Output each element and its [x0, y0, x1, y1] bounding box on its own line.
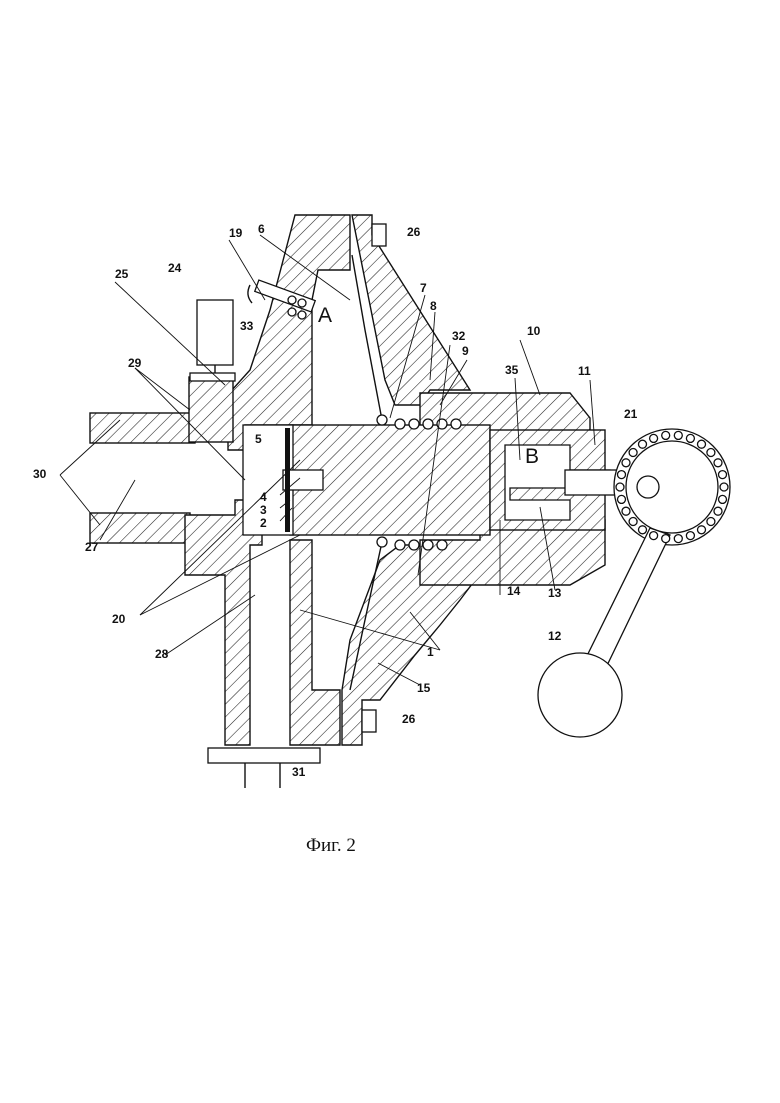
housing-lower-left — [185, 500, 262, 745]
label-31: 31 — [292, 765, 306, 779]
label-4: 4 — [260, 490, 267, 504]
bearing-ball — [674, 431, 682, 439]
region-a-label: A — [318, 304, 332, 327]
label-26-bottom: 26 — [402, 712, 416, 726]
bearing-ball — [674, 535, 682, 543]
bearing-ball — [720, 483, 728, 491]
label-30: 30 — [33, 467, 47, 481]
label-12: 12 — [548, 629, 562, 643]
inner-wall — [290, 540, 340, 745]
label-5: 5 — [255, 432, 262, 446]
label-6: 6 — [258, 222, 265, 236]
bearing-ball — [650, 434, 658, 442]
bracket — [189, 377, 233, 442]
bearing-ball — [650, 532, 658, 540]
label-7: 7 — [420, 281, 427, 295]
bearing-ball — [616, 483, 624, 491]
label-33: 33 — [240, 319, 254, 333]
label-13: 13 — [548, 586, 562, 600]
bearing-ball — [714, 507, 722, 515]
bearing-ball — [622, 507, 630, 515]
bearing-ball — [719, 471, 727, 479]
bearing-ball — [629, 518, 637, 526]
label-32: 32 — [452, 329, 466, 343]
upper-rod — [90, 413, 195, 443]
bearing-ball — [618, 471, 626, 479]
figure-caption: Фиг. 2 — [306, 835, 356, 856]
region-b-label: B — [525, 445, 539, 468]
bearing-ball — [618, 495, 626, 503]
label-27: 27 — [85, 540, 99, 554]
bearing-ball — [639, 526, 647, 534]
label-1: 1 — [427, 645, 434, 659]
label-10: 10 — [527, 324, 541, 338]
bolt-top — [372, 224, 386, 246]
label-35: 35 — [505, 363, 519, 377]
label-9: 9 — [462, 344, 469, 358]
bearing-ball — [698, 526, 706, 534]
label-8: 8 — [430, 299, 437, 313]
label-11: 11 — [578, 364, 591, 378]
label-19: 19 — [229, 226, 243, 240]
label-14: 14 — [507, 584, 521, 598]
nozzle — [208, 748, 320, 763]
bearing-ball — [707, 518, 715, 526]
lower-rod — [90, 513, 190, 543]
bolt-bottom — [362, 710, 376, 732]
bearing-ball — [707, 449, 715, 457]
bearing-ball — [698, 440, 706, 448]
housing-right-upper — [352, 215, 470, 405]
bearing-ball — [686, 532, 694, 540]
seal-ring-lower — [377, 537, 387, 547]
label-29: 29 — [128, 356, 142, 370]
bearing-ball — [622, 459, 630, 467]
plate — [285, 428, 290, 532]
bearing-ball — [629, 449, 637, 457]
bearing-ball — [686, 434, 694, 442]
bearing-ball — [714, 459, 722, 467]
bearing-ball — [639, 440, 647, 448]
label-15: 15 — [417, 681, 431, 695]
label-25: 25 — [115, 267, 129, 281]
label-24: 24 — [168, 261, 182, 275]
label-2: 2 — [260, 516, 267, 530]
label-21: 21 — [624, 407, 638, 421]
bearing-ball — [662, 535, 670, 543]
label-28: 28 — [155, 647, 169, 661]
label-3: 3 — [260, 503, 267, 517]
bearing-ball — [719, 495, 727, 503]
label-26-top: 26 — [407, 225, 421, 239]
label-20: 20 — [112, 612, 126, 626]
bearing-ball — [662, 431, 670, 439]
seal-ring-upper — [377, 415, 387, 425]
valve-body — [197, 300, 233, 365]
